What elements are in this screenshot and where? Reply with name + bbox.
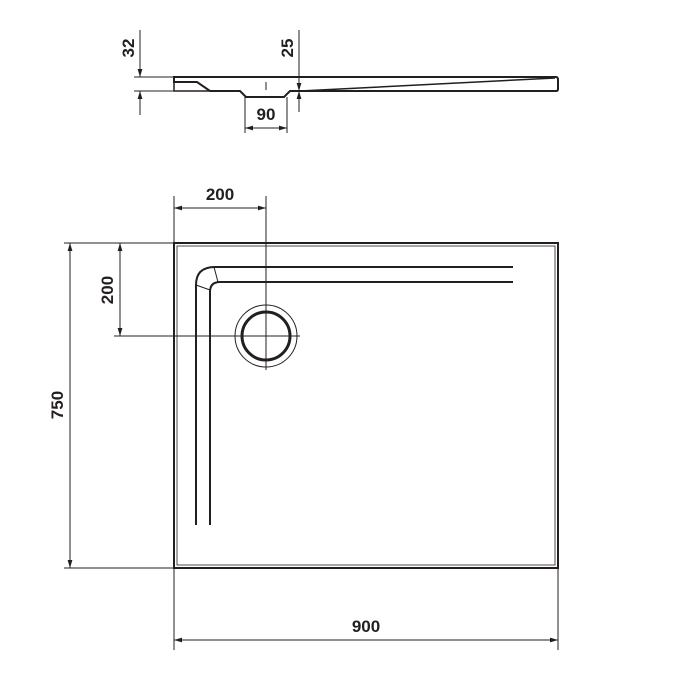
side-view: 32 25 90 xyxy=(119,30,559,133)
side-drain-height-label: 25 xyxy=(278,39,297,58)
drain-offset-y-label: 200 xyxy=(98,276,117,304)
side-drain-width-label: 90 xyxy=(257,105,276,124)
side-height-label: 32 xyxy=(119,39,138,58)
drain-offset-x-label: 200 xyxy=(206,185,234,204)
top-view: 200 200 750 900 xyxy=(48,185,559,650)
tray-width-label: 900 xyxy=(352,617,380,636)
tray-depth-label: 750 xyxy=(48,391,67,419)
